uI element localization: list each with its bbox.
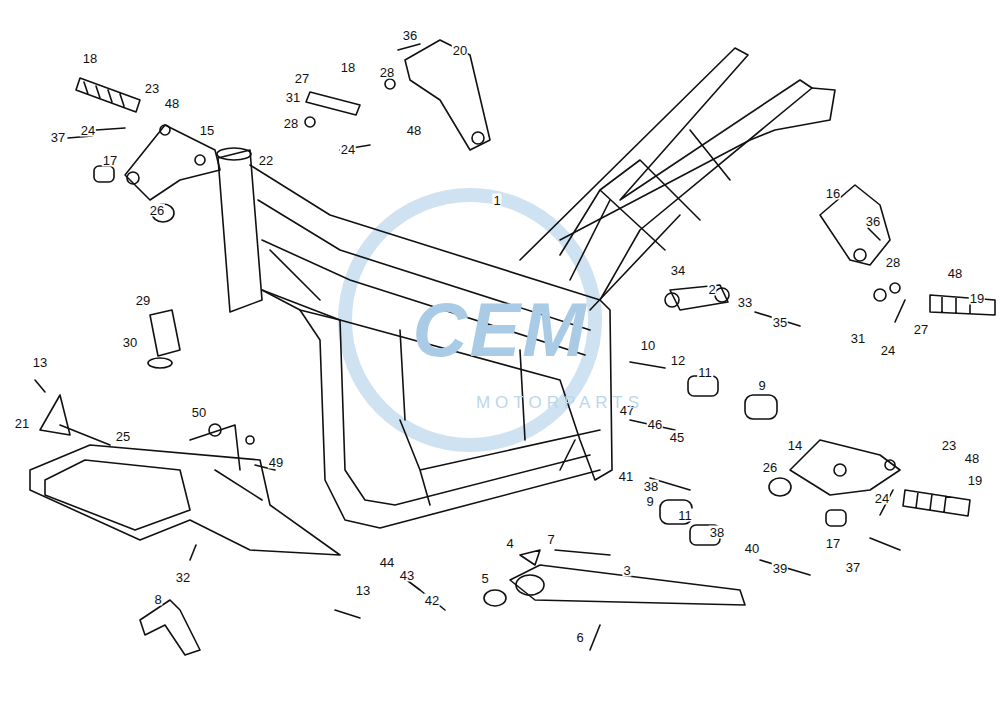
callout-number: 28 [885,256,901,269]
callout-number: 48 [164,97,180,110]
callout-number: 14 [787,439,803,452]
callout-number: 21 [14,417,30,430]
callout-number: 50 [191,406,207,419]
callout-number: 45 [669,431,685,444]
callout-number: 8 [153,593,162,606]
callout-number: 39 [772,562,788,575]
callout-number: 48 [406,124,422,137]
callout-number: 33 [737,296,753,309]
callout-number: 25 [115,430,131,443]
callout-number: 17 [102,154,118,167]
callout-number: 37 [50,131,66,144]
callout-number: 19 [967,474,983,487]
callout-number: 2 [707,283,716,296]
callout-number: 16 [825,187,841,200]
callout-number: 26 [762,461,778,474]
callout-number: 10 [640,339,656,352]
callout-number: 49 [268,456,284,469]
callout-number: 38 [709,526,725,539]
callout-number: 44 [379,556,395,569]
callout-number: 31 [850,332,866,345]
callout-number: 13 [32,356,48,369]
callout-number: 40 [744,542,760,555]
callout-number: 6 [575,631,584,644]
callout-number: 24 [874,492,890,505]
callout-number: 31 [285,91,301,104]
watermark: CEM [412,292,589,368]
callout-number: 18 [340,61,356,74]
callout-number: 5 [480,572,489,585]
callout-number: 41 [618,470,634,483]
callout-number: 9 [757,379,766,392]
callout-number: 24 [340,143,356,156]
callout-number: 29 [135,294,151,307]
callout-number: 22 [258,154,274,167]
callout-number: 12 [670,354,686,367]
callout-number: 24 [880,344,896,357]
callout-number: 36 [402,29,418,42]
callout-number: 46 [647,418,663,431]
callout-number: 42 [424,594,440,607]
callout-number: 48 [964,452,980,465]
callout-number: 38 [643,480,659,493]
callout-number: 28 [379,66,395,79]
callout-number: 17 [825,537,841,550]
callout-number: 32 [175,571,191,584]
callout-number: 28 [283,117,299,130]
callout-number: 9 [645,495,654,508]
callout-number: 23 [941,439,957,452]
callout-number: 43 [399,569,415,582]
callout-number: 20 [452,44,468,57]
callout-number: 4 [505,537,514,550]
callout-number: 15 [199,124,215,137]
callout-number: 11 [697,366,713,379]
callout-number: 30 [122,336,138,349]
callout-number: 48 [947,267,963,280]
callout-number: 34 [670,264,686,277]
callout-number: 36 [865,215,881,228]
callout-number: 35 [772,316,788,329]
callout-number: 37 [845,561,861,574]
callout-number: 11 [677,509,693,522]
callout-number: 7 [546,533,555,546]
callout-number: 18 [82,52,98,65]
callout-number: 13 [355,584,371,597]
callout-number: 1 [492,194,501,207]
callout-number: 3 [622,564,631,577]
watermark: MOTORPARTS [475,394,645,411]
callout-number: 24 [80,124,96,137]
callout-number: 26 [149,204,165,217]
callout-number: 23 [144,82,160,95]
callout-number: 27 [294,72,310,85]
callout-number: 19 [969,292,985,305]
callout-number: 27 [913,323,929,336]
